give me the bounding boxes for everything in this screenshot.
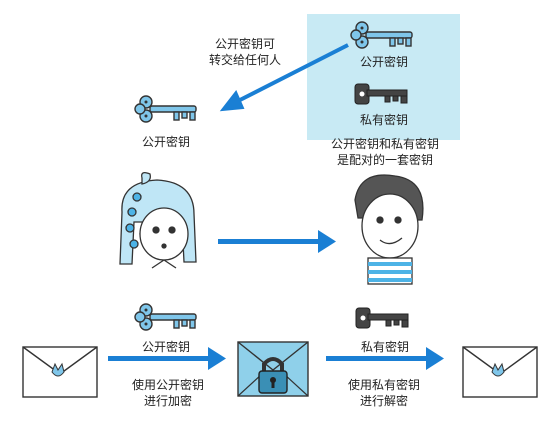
padlock-icon xyxy=(258,357,288,394)
right-envelope-icon xyxy=(462,346,538,398)
pair-note-line1: 公开密钥和私有密钥 xyxy=(330,137,439,151)
decrypt-arrow xyxy=(326,347,444,370)
encrypt-caption-line2: 进行加密 xyxy=(143,394,192,408)
locked-envelope-icon xyxy=(237,341,309,397)
decrypt-caption-line1: 使用私有密钥 xyxy=(347,378,420,392)
public-key-icon xyxy=(350,21,413,49)
bottom-public-key-icon xyxy=(134,303,197,331)
pair-note-line2: 是配对的一套密钥 xyxy=(336,153,433,167)
encrypt-arrow xyxy=(108,347,226,370)
transfer-note-line2: 转交给任何人 xyxy=(208,53,281,67)
panel-private-key-label: 私有密钥 xyxy=(359,113,408,127)
girl-avatar xyxy=(119,172,197,269)
bottom-private-key-label: 私有密钥 xyxy=(360,340,409,354)
send-arrow xyxy=(218,230,336,253)
bottom-private-key-icon xyxy=(355,307,409,329)
private-key-icon xyxy=(354,83,408,105)
bottom-public-key-label: 公开密钥 xyxy=(141,340,190,354)
decrypt-caption-line2: 进行解密 xyxy=(359,394,408,408)
transfer-note-line1: 公开密钥可 xyxy=(214,37,275,51)
encrypt-caption-line1: 使用公开密钥 xyxy=(131,378,204,392)
left-public-key-label: 公开密钥 xyxy=(141,135,190,149)
left-public-key-icon xyxy=(134,95,197,123)
envelope-icon xyxy=(22,346,98,398)
panel-public-key-label: 公开密钥 xyxy=(359,55,408,69)
boy-avatar xyxy=(354,174,424,285)
